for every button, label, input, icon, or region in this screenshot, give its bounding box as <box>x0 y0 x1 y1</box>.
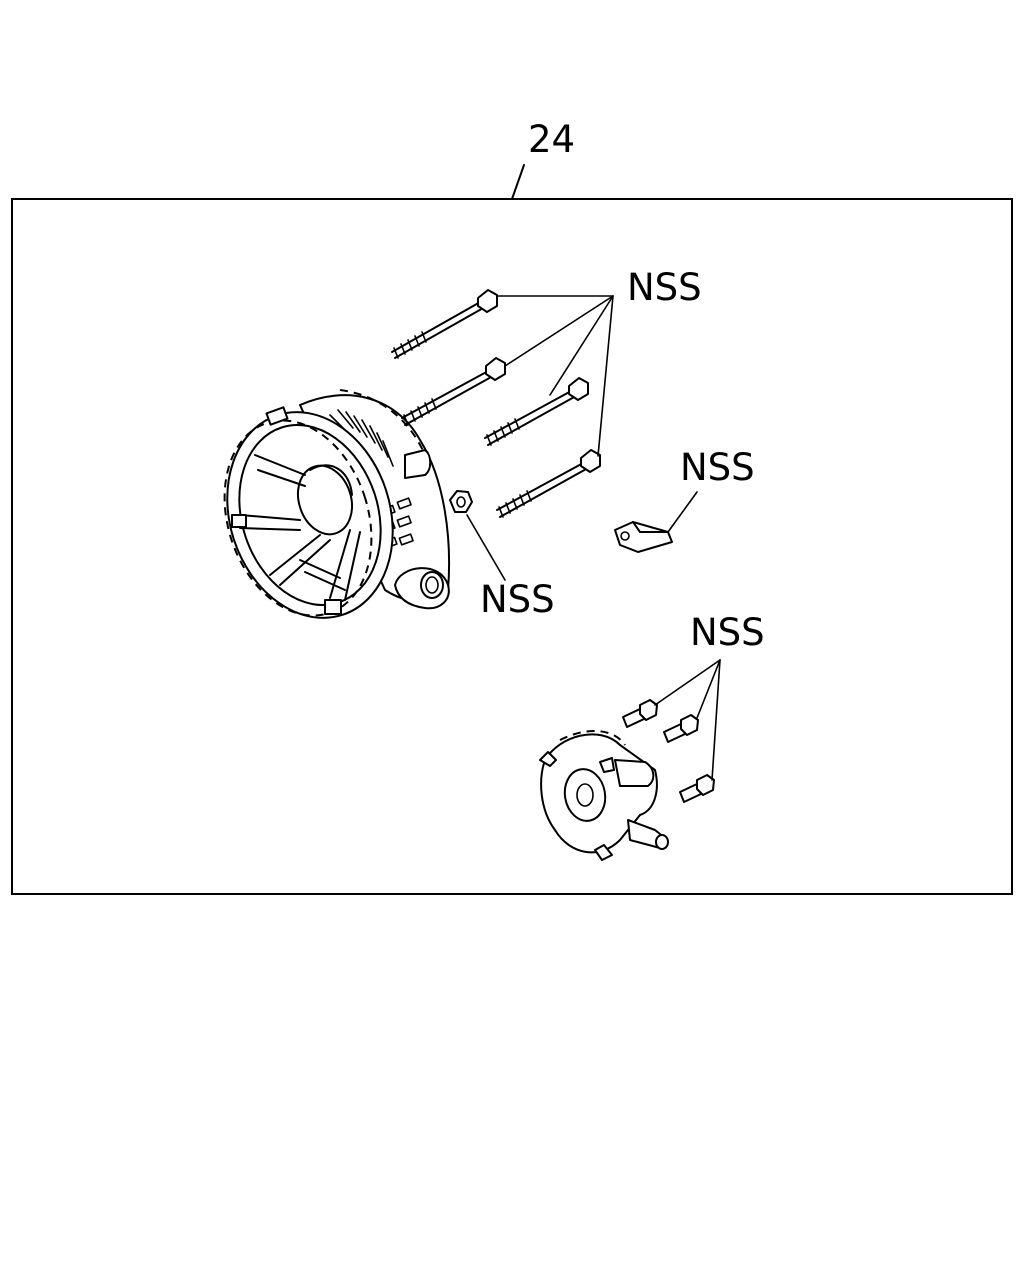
small-screws <box>622 699 715 803</box>
nut-callout-label: NSS <box>480 578 555 621</box>
screws-leader-lines <box>654 659 721 781</box>
bracket-callout-label: NSS <box>680 446 755 489</box>
assembly-frame <box>11 198 1013 895</box>
screws-callout-label: NSS <box>690 611 765 654</box>
assembly-number-label: 24 <box>528 118 575 161</box>
nut-leader-line <box>466 514 506 581</box>
hex-nut <box>449 490 473 513</box>
through-bolts <box>391 289 601 518</box>
bracket <box>614 521 673 553</box>
bolts-callout-label: NSS <box>627 266 702 309</box>
bolts-leader-lines <box>496 295 614 457</box>
rear-cover <box>539 729 669 861</box>
bracket-leader-line <box>667 491 698 533</box>
alternator-housing <box>223 389 451 619</box>
assembly-leader-line <box>511 164 525 200</box>
